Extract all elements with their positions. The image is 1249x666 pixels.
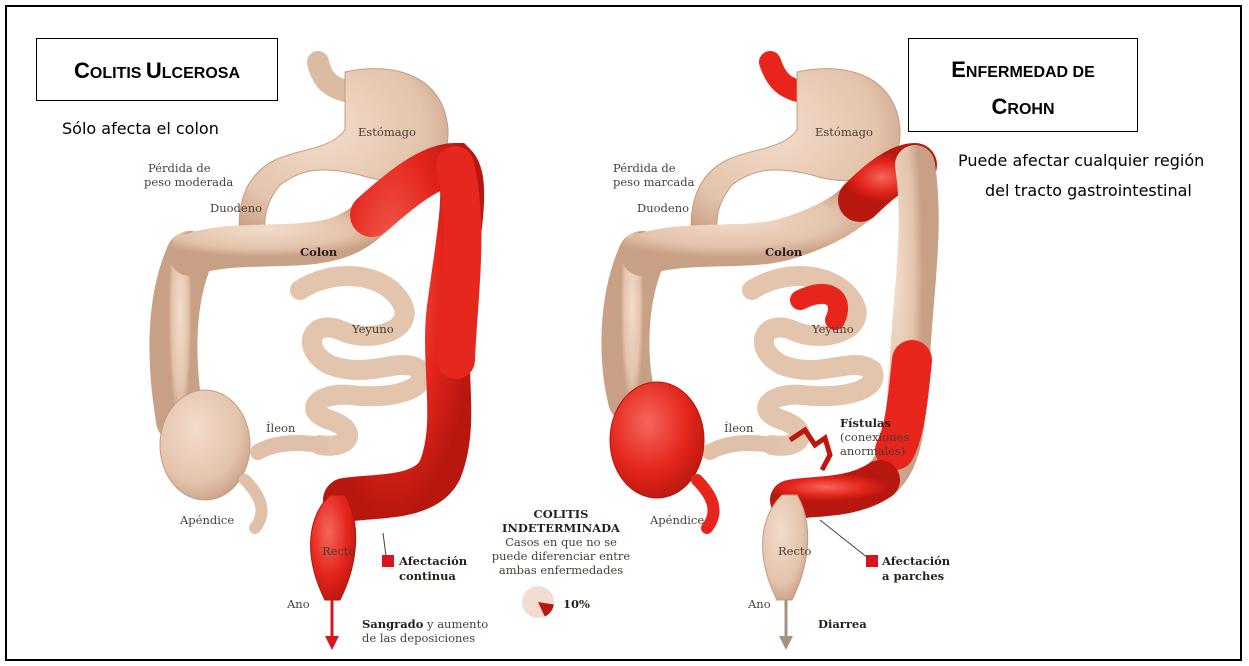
left-appendix-label: Apéndice bbox=[179, 513, 234, 527]
right-sigmoid bbox=[790, 480, 880, 500]
right-appendix-label: Apéndice bbox=[649, 513, 704, 527]
left-title-box: COLITIS ULCEROSA bbox=[36, 38, 278, 101]
right-caption-1: Puede afectar cualquier región bbox=[958, 151, 1204, 170]
right-symptom-label: Diarrea bbox=[818, 617, 867, 631]
right-stomach-label: Estómago bbox=[815, 125, 873, 139]
left-legend-label-1: Afectación bbox=[398, 554, 468, 568]
right-colon-label: Colon bbox=[765, 245, 803, 259]
left-appendix bbox=[245, 480, 262, 528]
left-cecum bbox=[160, 390, 250, 500]
left-weight-label-2: peso moderada bbox=[144, 175, 233, 189]
right-fistula-label-1: Fístulas bbox=[840, 416, 891, 430]
right-arrow-head bbox=[779, 636, 793, 650]
left-legend-square bbox=[382, 555, 394, 567]
left-arrow-head bbox=[325, 636, 339, 650]
left-jejunum-label: Yeyuno bbox=[351, 322, 394, 336]
right-title-line-1: ENFERMEDAD DE bbox=[909, 53, 1137, 90]
left-anus-label: Ano bbox=[286, 597, 310, 611]
right-inflamed-jejunum bbox=[800, 294, 838, 320]
left-weight-label-1: Pérdida de bbox=[148, 161, 211, 175]
right-fistula-label-3: anormales) bbox=[840, 444, 905, 458]
center-title-2: INDETERMINADA bbox=[502, 521, 621, 535]
left-small-intestine bbox=[300, 276, 422, 446]
right-title-c: C bbox=[992, 94, 1008, 119]
right-title-nfermedad: NFERMEDAD DE bbox=[966, 64, 1095, 81]
right-jejunum-label: Yeyuno bbox=[811, 322, 854, 336]
right-title-e: E bbox=[951, 57, 966, 82]
center-desc-2: puede diferenciar entre bbox=[492, 549, 631, 563]
right-legend-square bbox=[866, 555, 878, 567]
left-legend-leader bbox=[383, 533, 386, 556]
right-anus-label: Ano bbox=[747, 597, 771, 611]
right-legend-leader bbox=[820, 520, 868, 558]
left-colon-label: Colon bbox=[300, 245, 338, 259]
left-inflamed-descending-colon bbox=[455, 165, 462, 360]
right-duodenum-label: Duodeno bbox=[637, 201, 689, 215]
right-ileum-label: Íleon bbox=[724, 421, 754, 435]
right-weight-label-2: peso marcada bbox=[613, 175, 695, 189]
left-symptom-label-1: Sangrado y aumento bbox=[362, 617, 488, 631]
left-transverse-colon-healthy bbox=[190, 215, 372, 255]
right-digestive-tract bbox=[610, 62, 919, 650]
right-ascending-colon bbox=[625, 255, 642, 400]
center-percent-label: 10% bbox=[563, 597, 590, 611]
left-ileum-label: Íleon bbox=[266, 421, 296, 435]
left-symptom-rest: y aumento bbox=[423, 617, 488, 631]
left-symptom-label-2: de las deposiciones bbox=[362, 631, 475, 645]
left-title-c: C bbox=[74, 58, 90, 83]
left-duodenum-label: Duodeno bbox=[210, 201, 262, 215]
right-title-rohn: ROHN bbox=[1007, 101, 1054, 118]
left-caption: Sólo afecta el colon bbox=[62, 119, 219, 138]
right-ileum bbox=[710, 443, 772, 452]
left-title-u: U bbox=[146, 58, 162, 83]
left-rectum-label: Recto bbox=[322, 544, 356, 558]
right-caption-2: del tracto gastrointestinal bbox=[985, 181, 1192, 200]
center-title-1: COLITIS bbox=[534, 507, 589, 521]
left-title-olitis: OLITIS bbox=[90, 65, 146, 82]
left-ileum bbox=[258, 443, 320, 452]
right-legend-label-1: Afectación bbox=[881, 554, 951, 568]
right-title-line-2: CROHN bbox=[909, 90, 1137, 127]
left-title-lcerosa: LCEROSA bbox=[162, 65, 240, 82]
right-fistula-label-2: (conexiones bbox=[840, 430, 909, 444]
right-cecum bbox=[610, 382, 704, 498]
left-legend-label-2: continua bbox=[399, 569, 456, 583]
center-desc-1: Casos en que no se bbox=[505, 535, 617, 549]
right-rectum-label: Recto bbox=[778, 544, 812, 558]
right-weight-label-1: Pérdida de bbox=[613, 161, 676, 175]
left-stomach-label: Estómago bbox=[358, 125, 416, 139]
right-title-box: ENFERMEDAD DE CROHN bbox=[908, 38, 1138, 132]
left-symptom-bold: Sangrado bbox=[362, 617, 424, 631]
right-legend-label-2: a parches bbox=[882, 569, 944, 583]
center-desc-3: ambas enfermedades bbox=[499, 563, 623, 577]
